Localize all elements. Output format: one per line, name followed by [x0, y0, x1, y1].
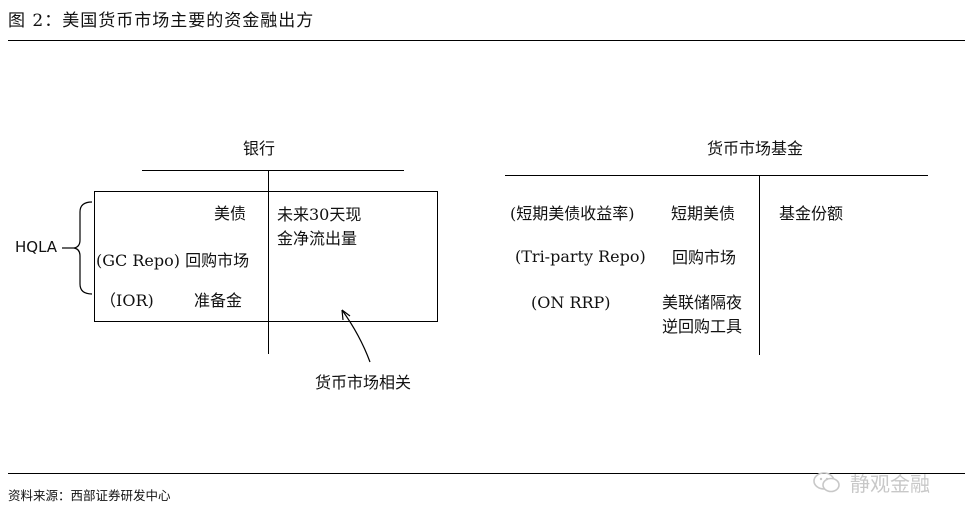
hqla-box [94, 191, 438, 322]
source-note: 资料来源：西部证券研发中心 [8, 488, 171, 503]
bank-liability-line2: 金净流出量 [277, 229, 358, 248]
hqla-label: HQLA [15, 238, 58, 256]
bank-asset-repo: (GC Repo) 回购市场 [96, 251, 250, 270]
bank-asset-reserve: 准备金 [194, 291, 243, 310]
mmf-asset-repo: 回购市场 [672, 248, 737, 267]
wechat-icon [813, 471, 840, 492]
footer-rule [8, 473, 965, 474]
hqla-bracket [62, 201, 93, 295]
mmf-header: 货币市场基金 [707, 139, 804, 158]
bank-divider [268, 170, 269, 354]
title-rule [8, 40, 965, 41]
bank-liability-line1: 未来30天现 [277, 205, 362, 224]
bank-asset-ior: （IOR) [100, 291, 154, 310]
mmf-rate-onrrp: (ON RRP) [531, 293, 611, 312]
bank-header-rule [142, 170, 404, 171]
annotation-arrow [341, 309, 371, 363]
mmf-asset-onrrp-line1: 美联储隔夜 [662, 293, 743, 312]
mmf-asset-treasury: 短期美债 [671, 204, 736, 223]
mmf-divider [759, 175, 760, 355]
mmf-liability-shares: 基金份额 [779, 204, 844, 223]
mmf-header-rule [505, 175, 928, 176]
watermark-text: 静观金融 [850, 472, 930, 496]
watermark: 静观金融 [812, 468, 930, 497]
annotation-label: 货币市场相关 [315, 373, 412, 392]
mmf-rate-treasury: (短期美债收益率) [510, 204, 635, 223]
mmf-asset-onrrp-line2: 逆回购工具 [662, 317, 743, 336]
mmf-rate-triparty: (Tri-party Repo) [515, 247, 646, 266]
bank-asset-treasury: 美债 [214, 204, 247, 223]
bank-header: 银行 [243, 139, 276, 158]
figure-title: 图 2：美国货币市场主要的资金融出方 [8, 11, 315, 31]
